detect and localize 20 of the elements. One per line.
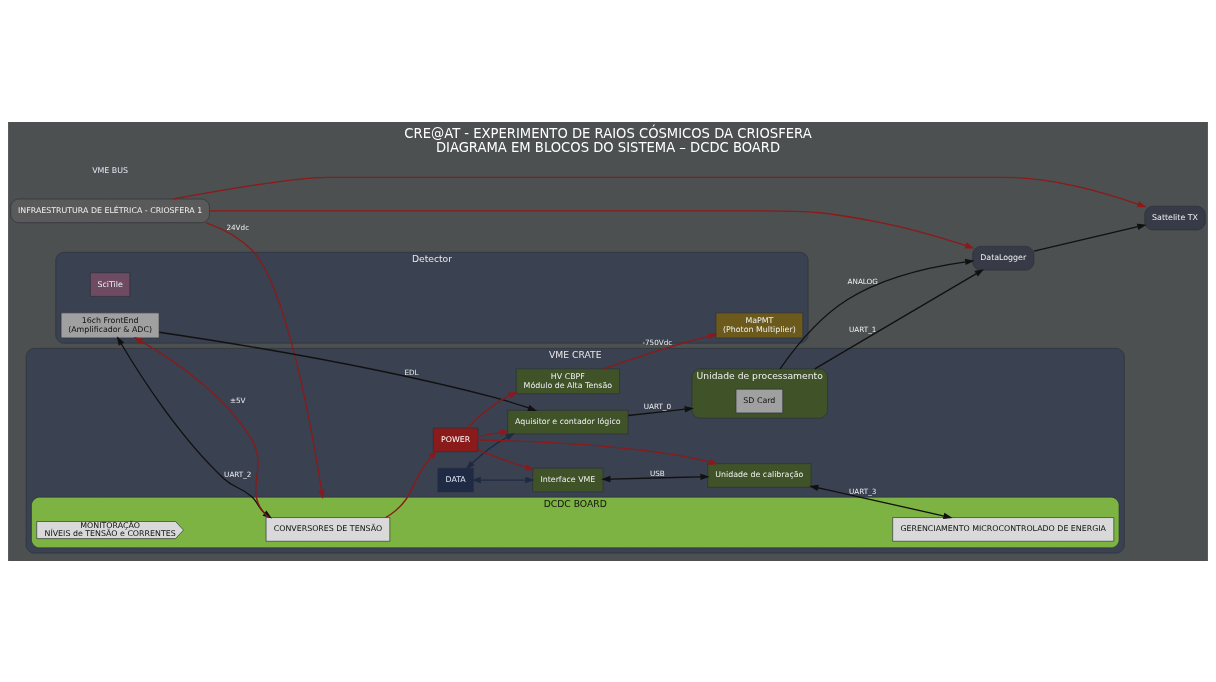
arrow <box>1033 223 1147 252</box>
arrow <box>779 258 975 369</box>
arrow <box>477 448 535 470</box>
arrow <box>814 268 985 369</box>
arrow <box>205 221 325 499</box>
arrow <box>809 484 953 519</box>
arrow <box>471 476 535 483</box>
caption: DIAGRAMA EM BLOCOS DO SISTEMA – DCDC BOARD <box>435 139 781 155</box>
arrow <box>172 176 1147 207</box>
arrow <box>465 432 515 470</box>
arrow <box>477 429 510 437</box>
arrow <box>602 332 718 369</box>
arrow <box>601 473 710 482</box>
arrow <box>627 405 694 416</box>
arrow <box>209 209 975 249</box>
arrow <box>477 438 719 465</box>
diagram-title: CRE@AT - EXPERIMENTO DE RAIOS CÓSMICOS DA CRIOSFERA <box>404 125 812 141</box>
arrow <box>384 449 438 518</box>
arrow <box>466 391 518 429</box>
arrow <box>158 331 538 411</box>
